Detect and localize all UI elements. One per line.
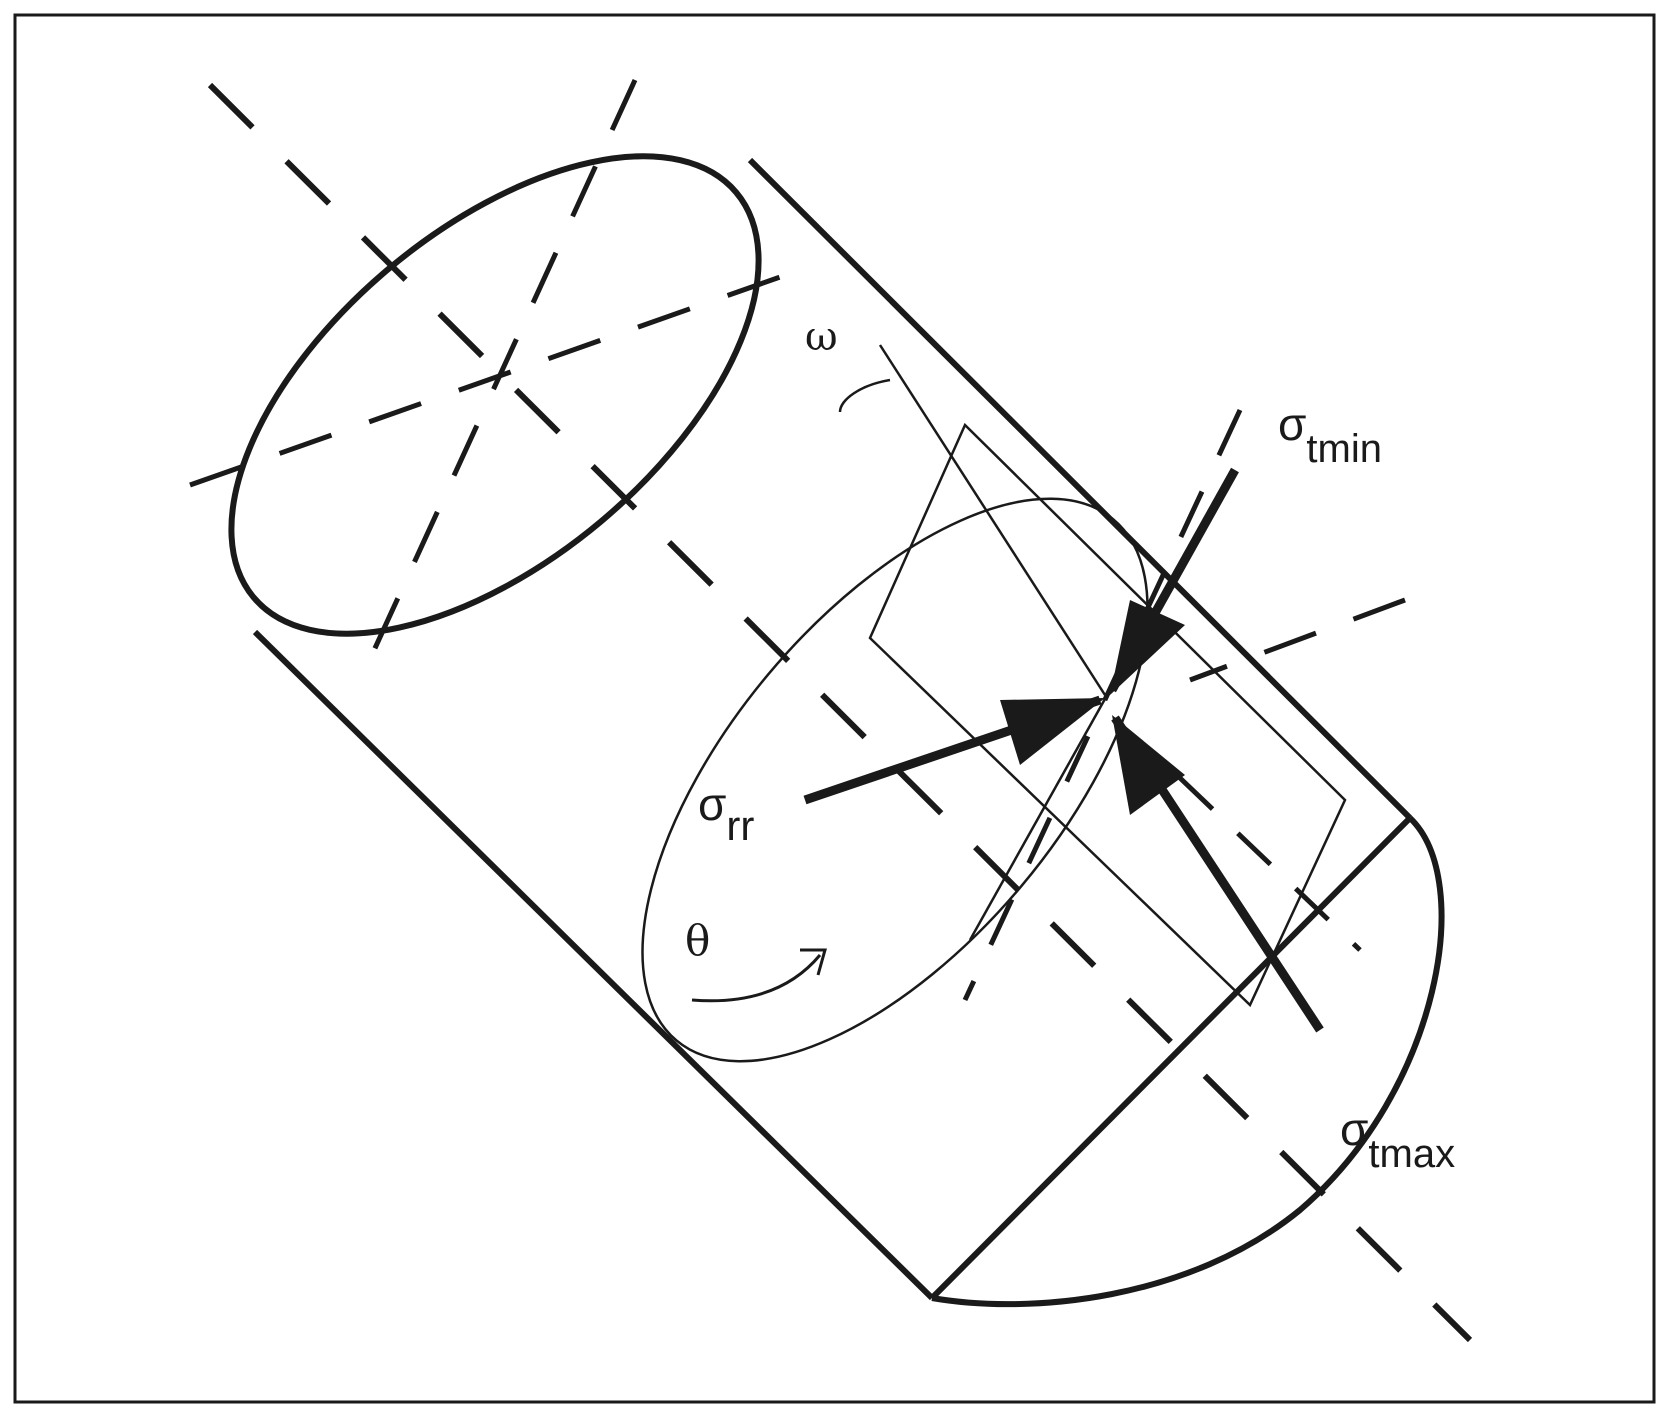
stress-point-dash-3 (1178, 776, 1362, 952)
sigma-rr-label: σrr (698, 778, 754, 849)
theta-arrow (691, 954, 822, 1003)
sigma-tmax-symbol: σ (1340, 1103, 1368, 1155)
sigma-tmin-label: σtmin (1278, 398, 1382, 471)
omega-reference-line (878, 344, 1107, 696)
sigma-tmin-arrowhead (1110, 600, 1185, 695)
top-ellipse-diameter-b (189, 267, 801, 488)
theta-label: θ (685, 916, 710, 965)
cylinder-side-upper (747, 157, 1413, 821)
sigma-tmin-symbol: σ (1278, 398, 1306, 450)
bottom-cut-arc (931, 815, 1445, 1308)
figure-frame (13, 13, 1656, 1404)
sigma-rr-arrowhead (1000, 698, 1105, 765)
stress-point-dash-1 (962, 408, 1243, 1002)
inner-section-ellipse (641, 497, 1149, 1063)
omega-angle-arc (838, 378, 891, 413)
theta-arrowhead (800, 948, 827, 976)
cylinder-top-face (228, 153, 762, 637)
sigma-tmax-arrowhead (1112, 715, 1185, 815)
plane-trace-line (968, 689, 1112, 941)
sigma-tmax-subscript: tmax (1368, 1132, 1455, 1176)
sigma-tmin-subscript: tmin (1306, 427, 1382, 471)
omega-label: ω (805, 314, 838, 360)
bottom-cut-chord (929, 815, 1413, 1301)
sigma-tmax-label: σtmax (1340, 1103, 1455, 1176)
cylinder-side-lower (252, 629, 935, 1301)
cylinder-axis-dashed (207, 82, 1473, 1343)
fracture-plane-outline (868, 422, 1347, 1008)
stress-point-dash-2 (1189, 597, 1406, 683)
sigma-rr-symbol: σ (698, 778, 726, 830)
sigma-rr-subscript: rr (726, 802, 754, 849)
